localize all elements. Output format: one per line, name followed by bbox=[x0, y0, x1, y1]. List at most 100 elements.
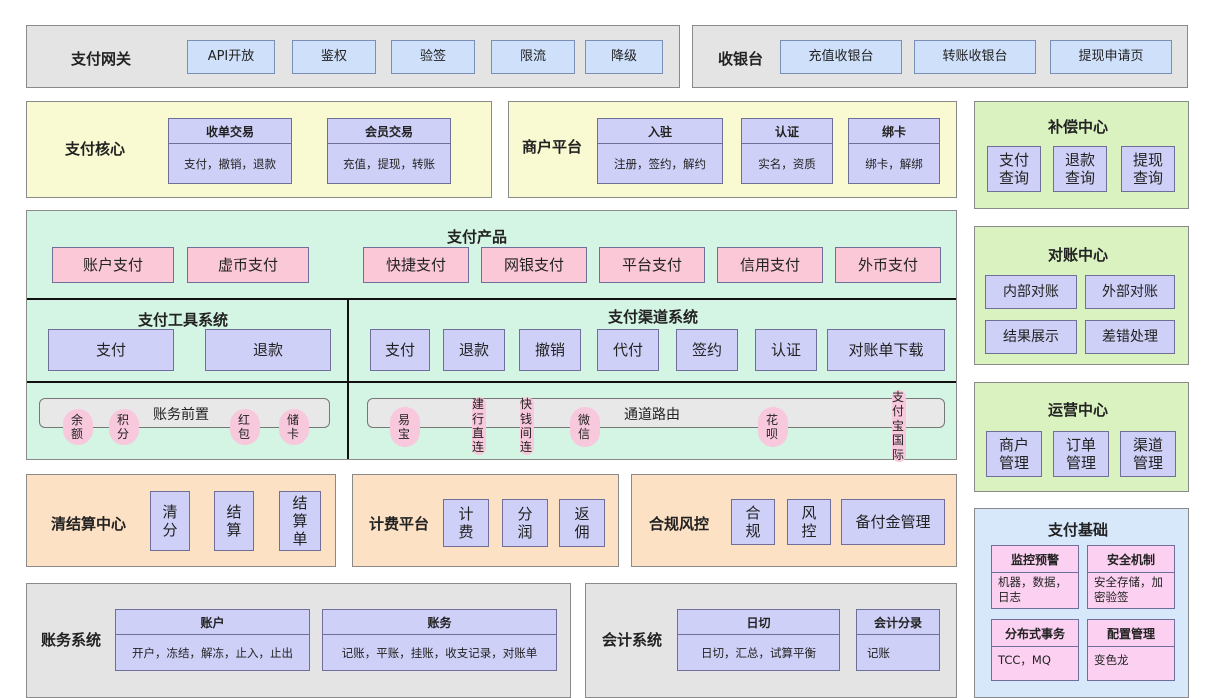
settlement-clearing: 清分 bbox=[150, 491, 190, 551]
cashier-item-transfer: 转账收银台 bbox=[914, 40, 1036, 74]
compensation-pay-query: 支付查询 bbox=[987, 146, 1041, 192]
gateway-item-ratelimit: 限流 bbox=[491, 40, 575, 74]
product-platform-pay: 平台支付 bbox=[599, 247, 705, 283]
prepay-storecard-label: 储卡 bbox=[287, 412, 300, 441]
billing-rebate-label: 返佣 bbox=[574, 505, 590, 541]
compliance-title: 合规风控 bbox=[649, 515, 710, 533]
accounting-card-dayend-body: 日切，汇总，试算平衡 bbox=[701, 645, 816, 660]
channel-payout: 代付 bbox=[597, 329, 659, 371]
product-ebank-pay: 网银支付 bbox=[481, 247, 587, 283]
payment-gateway-panel: 支付网关 API开放 鉴权 验签 限流 降级 bbox=[26, 25, 680, 88]
foundation-card-dtx-body: TCC，MQ bbox=[998, 653, 1051, 667]
routing-huabei-label: 花呗 bbox=[766, 412, 779, 441]
channel-revoke: 撤销 bbox=[519, 329, 581, 371]
compensation-pay-query-label: 支付查询 bbox=[998, 151, 1029, 187]
merchant-platform-title: 商户平台 bbox=[522, 138, 583, 156]
foundation-card-monitor-body: 机器，数据，日志 bbox=[998, 575, 1067, 604]
accounting-card-entries: 会计分录 记账 bbox=[856, 609, 940, 671]
compliance-panel: 合规风控 合规 风控 备付金管理 bbox=[631, 474, 957, 567]
routing-yeepay-label: 易宝 bbox=[398, 412, 411, 441]
accounts-card-ledger: 账务 记账，平账，挂账，收支记录，对账单 bbox=[322, 609, 557, 671]
prepay-points: 积分 bbox=[109, 409, 139, 445]
foundation-card-security-head: 安全机制 bbox=[1088, 546, 1174, 573]
prepay-redpacket: 红包 bbox=[230, 409, 260, 445]
settlement-clearing-label: 清分 bbox=[162, 503, 178, 539]
gateway-item-auth: 鉴权 bbox=[292, 40, 376, 74]
reconciliation-internal: 内部对账 bbox=[985, 275, 1077, 309]
compensation-withdraw-query-label: 提现查询 bbox=[1132, 151, 1163, 187]
reconciliation-center-panel: 对账中心 内部对账 外部对账 结果展示 差错处理 bbox=[974, 226, 1189, 365]
routing-alipay-intl-label: 支付宝国际 bbox=[892, 390, 906, 462]
divider-routing bbox=[27, 381, 956, 383]
accounting-system-title: 会计系统 bbox=[602, 631, 663, 649]
payment-foundation-panel: 支付基础 监控预警 机器，数据，日志 安全机制 安全存储，加密验签 分布式事务 … bbox=[974, 508, 1189, 698]
compliance-compliance: 合规 bbox=[731, 499, 775, 545]
core-card-member-head: 会员交易 bbox=[328, 119, 450, 144]
divider-products bbox=[27, 298, 956, 300]
prepay-balance-label: 余额 bbox=[71, 412, 84, 441]
settlement-statement: 结算单 bbox=[279, 491, 321, 551]
compensation-withdraw-query: 提现查询 bbox=[1121, 146, 1175, 192]
reconciliation-result: 结果展示 bbox=[985, 320, 1077, 354]
merchant-card-certify: 认证 实名，资质 bbox=[741, 118, 833, 184]
cashier-item-withdraw: 提现申请页 bbox=[1050, 40, 1172, 74]
channel-sign: 签约 bbox=[676, 329, 738, 371]
compliance-reserve-mgmt: 备付金管理 bbox=[841, 499, 945, 545]
settlement-settle-label: 结算 bbox=[226, 503, 242, 539]
operations-merchant-mgmt: 商户管理 bbox=[986, 431, 1042, 477]
cashier-panel: 收银台 充值收银台 转账收银台 提现申请页 bbox=[692, 25, 1188, 88]
accounting-system-panel: 会计系统 日切 日切，汇总，试算平衡 会计分录 记账 bbox=[585, 583, 957, 698]
accounting-card-dayend-head: 日切 bbox=[678, 610, 839, 635]
product-account-pay: 账户支付 bbox=[52, 247, 174, 283]
foundation-card-config-body: 变色龙 bbox=[1094, 653, 1129, 667]
channel-statement-download: 对账单下载 bbox=[827, 329, 945, 371]
prepay-label: 账务前置 bbox=[153, 407, 209, 423]
settlement-center-panel: 清结算中心 清分 结算 结算单 bbox=[26, 474, 336, 567]
accounting-card-entries-head: 会计分录 bbox=[857, 610, 939, 635]
cashier-title: 收银台 bbox=[718, 50, 764, 68]
billing-fee: 计费 bbox=[443, 499, 489, 547]
routing-99bill-indirect: 快钱间连 bbox=[512, 394, 542, 458]
foundation-card-dtx: 分布式事务 TCC，MQ bbox=[991, 619, 1079, 681]
foundation-card-config: 配置管理 变色龙 bbox=[1087, 619, 1175, 681]
settlement-statement-label: 结算单 bbox=[292, 494, 308, 548]
channel-certify: 认证 bbox=[755, 329, 817, 371]
billing-platform-panel: 计费平台 计费 分润 返佣 bbox=[352, 474, 619, 567]
tool-pay: 支付 bbox=[48, 329, 174, 371]
foundation-card-dtx-head: 分布式事务 bbox=[992, 620, 1078, 647]
routing-ccb-direct-label: 建行直连 bbox=[472, 397, 486, 455]
operations-channel-mgmt: 渠道管理 bbox=[1120, 431, 1176, 477]
merchant-card-certify-body: 实名，资质 bbox=[758, 156, 816, 171]
merchant-card-bindcard-body: 绑卡，解绑 bbox=[865, 156, 923, 171]
foundation-card-security: 安全机制 安全存储，加密验签 bbox=[1087, 545, 1175, 609]
merchant-card-bindcard: 绑卡 绑卡，解绑 bbox=[848, 118, 940, 184]
payment-foundation-title: 支付基础 bbox=[1048, 521, 1109, 539]
accounts-card-account-head: 账户 bbox=[116, 610, 309, 635]
foundation-card-monitor-head: 监控预警 bbox=[992, 546, 1078, 573]
accounts-system-panel: 账务系统 账户 开户，冻结，解冻，止入，止出 账务 记账，平账，挂账，收支记录，… bbox=[26, 583, 571, 698]
reconciliation-center-title: 对账中心 bbox=[1048, 246, 1109, 264]
billing-rebate: 返佣 bbox=[559, 499, 605, 547]
routing-bar bbox=[367, 398, 945, 428]
channel-refund: 退款 bbox=[443, 329, 505, 371]
payment-products-title: 支付产品 bbox=[447, 228, 508, 246]
reconciliation-external: 外部对账 bbox=[1085, 275, 1175, 309]
core-card-member-body: 充值，提现，转账 bbox=[343, 156, 435, 171]
operations-order-mgmt: 订单管理 bbox=[1053, 431, 1109, 477]
prepay-balance: 余额 bbox=[63, 409, 93, 445]
payment-products-panel: 支付产品 账户支付 虚币支付 快捷支付 网银支付 平台支付 信用支付 外币支付 … bbox=[26, 210, 957, 462]
core-card-acquiring-head: 收单交易 bbox=[169, 119, 291, 144]
operations-merchant-mgmt-label: 商户管理 bbox=[998, 436, 1029, 472]
tool-refund: 退款 bbox=[205, 329, 331, 371]
accounts-card-ledger-head: 账务 bbox=[323, 610, 556, 635]
operations-center-panel: 运营中心 商户管理 订单管理 渠道管理 bbox=[974, 382, 1189, 492]
foundation-card-security-body: 安全存储，加密验签 bbox=[1094, 575, 1163, 604]
gateway-item-degrade: 降级 bbox=[585, 40, 663, 74]
gateway-item-verify: 验签 bbox=[391, 40, 475, 74]
merchant-card-onboard-body: 注册，签约，解约 bbox=[614, 156, 706, 171]
divider-tools-channel bbox=[347, 298, 349, 459]
merchant-card-certify-head: 认证 bbox=[742, 119, 832, 144]
routing-alipay-intl: 支付宝国际 bbox=[884, 386, 914, 466]
reconciliation-error: 差错处理 bbox=[1085, 320, 1175, 354]
operations-channel-mgmt-label: 渠道管理 bbox=[1132, 436, 1163, 472]
